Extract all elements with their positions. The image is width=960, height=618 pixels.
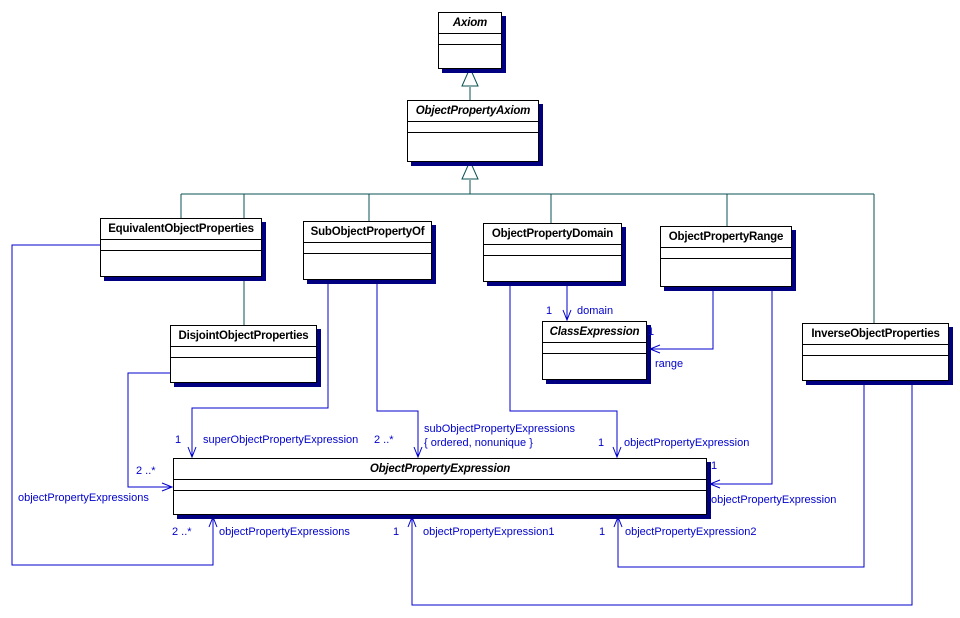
class-title: ObjectPropertyDomain	[484, 224, 621, 245]
constraint-sub-opes[interactable]: { ordered, nonunique }	[424, 437, 533, 449]
class-title: EquivalentObjectProperties	[101, 219, 261, 240]
class-title: ClassExpression	[543, 322, 646, 343]
generalization-bus-line[interactable]	[180, 159, 875, 325]
operations-compartment	[439, 45, 501, 68]
arrowhead-up	[613, 515, 623, 528]
generalization-arrowhead	[461, 66, 479, 87]
attributes-compartment	[101, 240, 261, 251]
multiplicity-inverse-ope2[interactable]: 1	[599, 526, 606, 538]
attributes-compartment	[408, 122, 538, 133]
arrowhead-left	[648, 344, 661, 354]
class-class-expression[interactable]: ClassExpression	[542, 321, 647, 380]
association-sub-opes-line[interactable]	[376, 277, 423, 459]
operations-compartment	[543, 354, 646, 379]
arrowhead-up	[407, 515, 417, 528]
association-domain-ope-line[interactable]	[509, 281, 622, 459]
class-equivalent-object-properties[interactable]: EquivalentObjectProperties	[100, 218, 262, 277]
attributes-compartment	[661, 248, 791, 259]
arrowhead-down	[187, 446, 197, 459]
attributes-compartment	[171, 347, 316, 358]
attributes-compartment	[439, 34, 501, 45]
class-axiom[interactable]: Axiom	[438, 12, 502, 69]
multiplicity-range-ope[interactable]: 1	[711, 460, 718, 472]
operations-compartment	[101, 251, 261, 276]
class-inverse-object-properties[interactable]: InverseObjectProperties	[802, 323, 949, 381]
role-sub-opes[interactable]: subObjectPropertyExpressions	[424, 423, 576, 435]
operations-compartment	[803, 356, 948, 380]
attributes-compartment	[174, 480, 706, 491]
association-super-ope-line[interactable]	[187, 277, 329, 459]
class-object-property-axiom[interactable]: ObjectPropertyAxiom	[407, 100, 539, 162]
association-domain-line[interactable]	[562, 281, 572, 322]
class-title: DisjointObjectProperties	[171, 326, 316, 347]
class-object-property-expression[interactable]: ObjectPropertyExpression	[173, 458, 707, 515]
attributes-compartment	[304, 243, 431, 254]
attributes-compartment	[484, 245, 621, 256]
role-domain-ope[interactable]: objectPropertyExpression	[624, 437, 750, 449]
role-range-ope[interactable]: objectPropertyExpression	[711, 494, 837, 506]
association-equivalent-opes-line[interactable]	[11, 244, 218, 566]
role-range[interactable]: range	[655, 358, 684, 370]
role-super-ope[interactable]: superObjectPropertyExpression	[203, 434, 359, 446]
class-object-property-range[interactable]: ObjectPropertyRange	[660, 226, 792, 287]
arrowhead-down	[413, 446, 423, 459]
multiplicity-super-ope[interactable]: 1	[175, 434, 182, 446]
generalization-axiom-line[interactable]	[461, 66, 479, 100]
association-range-line[interactable]	[648, 286, 714, 354]
generalization-arrowhead	[461, 159, 479, 180]
operations-compartment	[484, 256, 621, 281]
multiplicity-domain-ope[interactable]: 1	[598, 437, 605, 449]
role-domain[interactable]: domain	[577, 305, 614, 317]
arrowhead-down	[562, 309, 572, 322]
multiplicity-inverse-ope1[interactable]: 1	[393, 526, 400, 538]
association-range-ope-line[interactable]	[708, 286, 773, 489]
class-title: ObjectPropertyAxiom	[408, 101, 538, 122]
operations-compartment	[408, 133, 538, 161]
operations-compartment	[661, 259, 791, 286]
association-inverse-ope2-line[interactable]	[613, 380, 865, 568]
class-disjoint-object-properties[interactable]: DisjointObjectProperties	[170, 325, 317, 383]
class-title: SubObjectPropertyOf	[304, 222, 431, 243]
role-inverse-ope1[interactable]: objectPropertyExpression1	[423, 526, 555, 538]
attributes-compartment	[803, 345, 948, 356]
multiplicity-sub-opes[interactable]: 2 ..*	[374, 434, 394, 446]
multiplicity-disjoint-opes[interactable]: 2 ..*	[136, 465, 156, 477]
role-inverse-ope2[interactable]: objectPropertyExpression2	[625, 526, 757, 538]
class-title: InverseObjectProperties	[803, 324, 948, 345]
association-inverse-ope1-line[interactable]	[407, 380, 913, 606]
association-disjoint-opes-line[interactable]	[127, 372, 174, 492]
operations-compartment	[174, 491, 706, 514]
operations-compartment	[304, 254, 431, 279]
multiplicity-range[interactable]: 1	[648, 326, 655, 338]
class-title: ObjectPropertyExpression	[174, 459, 706, 480]
operations-compartment	[171, 358, 316, 382]
class-object-property-domain[interactable]: ObjectPropertyDomain	[483, 223, 622, 282]
class-sub-object-property-of[interactable]: SubObjectPropertyOf	[303, 221, 432, 280]
arrowhead-left	[708, 479, 721, 489]
role-equivalent-opes[interactable]: objectPropertyExpressions	[219, 526, 350, 538]
arrowhead-up	[208, 515, 218, 528]
multiplicity-domain[interactable]: 1	[546, 305, 553, 317]
role-disjoint-opes[interactable]: objectPropertyExpressions	[18, 492, 149, 504]
class-title: Axiom	[439, 13, 501, 34]
class-title: ObjectPropertyRange	[661, 227, 791, 248]
arrowhead-right	[161, 482, 174, 492]
attributes-compartment	[543, 343, 646, 354]
multiplicity-equivalent-opes[interactable]: 2 ..*	[172, 526, 192, 538]
arrowhead-down	[612, 446, 622, 459]
